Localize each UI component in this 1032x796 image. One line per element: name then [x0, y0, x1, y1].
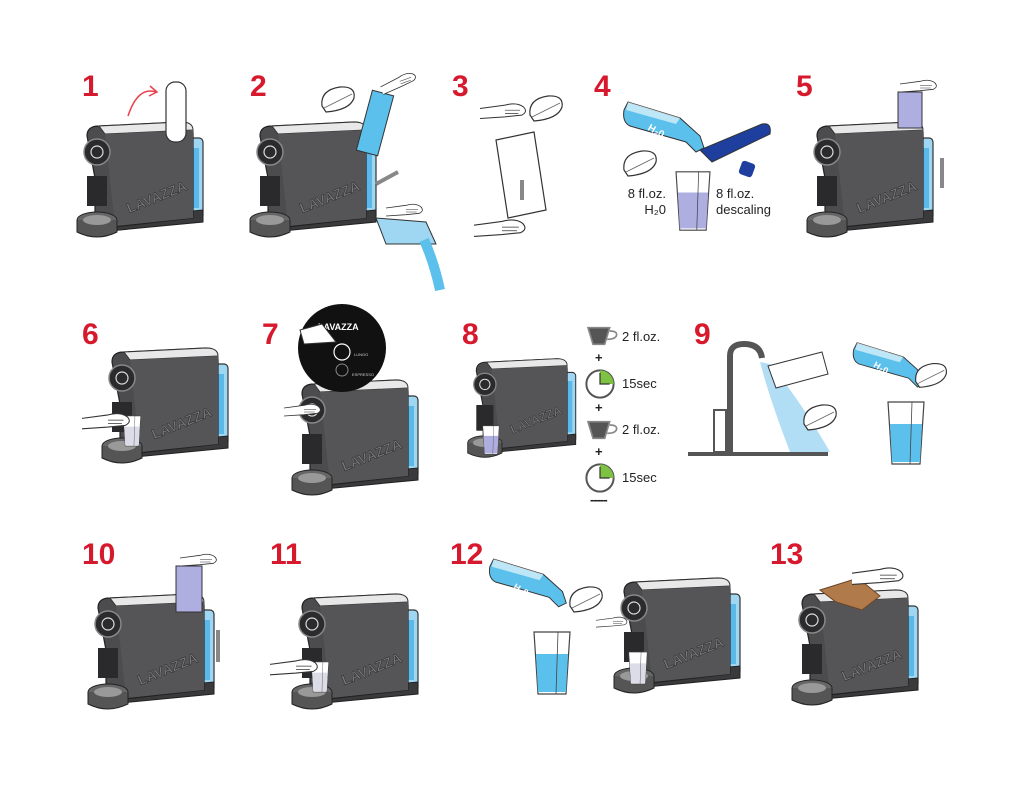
faucet [727, 340, 765, 452]
sequence-plus: + [595, 444, 603, 459]
sequence-continue: ----- [590, 492, 608, 507]
water-tank [897, 91, 923, 129]
timer-icon [585, 369, 615, 399]
step-12-illustration: H₂0 LAVAZZA [488, 558, 741, 695]
step-number: 2 [250, 70, 267, 103]
water-tank [375, 217, 437, 245]
step-number: 9 [694, 318, 711, 351]
step-6-illustration: LAVAZZA [81, 347, 229, 464]
water-amount: 8 fl.oz. [627, 186, 666, 201]
sequence-cup-amount: 2 fl.oz. [622, 329, 661, 344]
step-number: 8 [462, 318, 479, 351]
step-13-illustration: LAVAZZA [791, 567, 919, 706]
step-number: 11 [270, 538, 302, 571]
espresso-button [335, 363, 349, 377]
step-number: 5 [796, 70, 813, 103]
dial-espresso-label: ESPRESSO [352, 372, 374, 377]
step-number: 6 [82, 318, 99, 351]
control-dial-closeup [298, 304, 386, 392]
step-11-illustration: LAVAZZA [269, 593, 419, 710]
water-tank [495, 131, 547, 219]
arrow-icon [127, 90, 157, 117]
cloth [818, 577, 881, 611]
step-number: 13 [770, 538, 804, 571]
sequence-wait-time: 15sec [622, 470, 657, 485]
sequence-plus: + [595, 400, 603, 415]
water-tank-lid [165, 81, 187, 143]
water-amount-label: 8 fl.oz. H₂0 [606, 186, 666, 218]
lungo-button [333, 343, 351, 361]
descaler-cap [738, 160, 756, 178]
step-10-illustration: LAVAZZA [87, 553, 220, 710]
hand-icon [299, 323, 337, 345]
step-number: 10 [82, 538, 116, 571]
step-number: 7 [262, 318, 279, 351]
dial-logo: LAVAZZA [318, 322, 359, 332]
descaler-bottle [699, 123, 771, 163]
dial-lungo-label: LUNGO [354, 352, 368, 357]
water-tank [175, 565, 203, 613]
sequence-plus: + [595, 350, 603, 365]
cup-icon [587, 326, 618, 346]
water-tank [767, 351, 829, 389]
step-2-illustration: LAVAZZA [249, 70, 445, 292]
cup-icon [587, 420, 618, 440]
step-8-illustration: LAVAZZA [467, 326, 618, 493]
sequence-wait-time: 15sec [622, 376, 657, 391]
step-number: 12 [450, 538, 484, 571]
arrow-icon [375, 170, 399, 186]
descaler-amount-label: 8 fl.oz. descaling [716, 186, 771, 218]
step-1-illustration: LAVAZZA [76, 81, 204, 238]
step-3-illustration [474, 95, 563, 237]
step-9-illustration: H₂0 [688, 340, 948, 465]
descaler-label: descaling [716, 202, 771, 217]
timer-icon [585, 463, 615, 493]
step-number: 1 [82, 70, 99, 103]
step-number: 4 [594, 70, 611, 103]
descaler-amount: 8 fl.oz. [716, 186, 755, 201]
water-label: H₂0 [644, 202, 666, 217]
step-7-illustration: LAVAZZA LAVAZZA LUNGO ESPRESSO [284, 304, 419, 496]
sequence-cup-amount: 2 fl.oz. [622, 422, 661, 437]
step-5-illustration: LAVAZZA [806, 79, 944, 238]
step-number: 3 [452, 70, 469, 103]
